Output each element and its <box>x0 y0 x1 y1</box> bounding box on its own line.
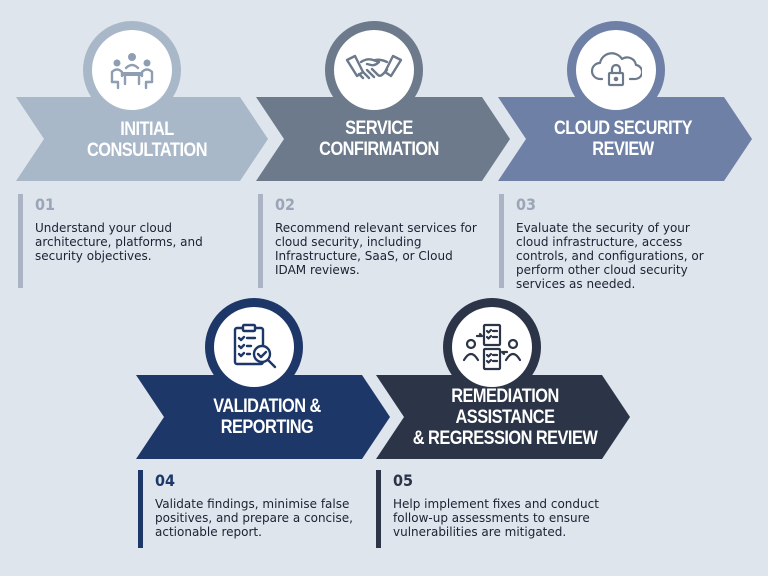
step-5-title-line-2: & REGRESSION REVIEW <box>412 427 598 449</box>
step-1-text-line-1: Understand your cloud <box>35 221 172 235</box>
step-4-description: 04 Validate findings, minimise false pos… <box>138 470 373 548</box>
step-4-title-line-1: VALIDATION & <box>213 396 321 417</box>
step-2-title: SERVICE CONFIRMATION <box>290 116 467 162</box>
step-4-title-line-2: REPORTING <box>220 417 314 438</box>
step-1-title-line-1: INITIAL CONSULTATION <box>87 119 207 161</box>
step-5-number: 05 <box>393 471 414 490</box>
step-3-text-line-2: cloud infrastructure, access <box>516 235 683 249</box>
step-3-title: CLOUD SECURITY REVIEW <box>534 116 711 162</box>
step-2-text-line-3: Infrastructure, SaaS, or Cloud <box>275 249 453 263</box>
step-2-text: Recommend relevant services for cloud se… <box>275 221 496 277</box>
step-1-number: 01 <box>35 195 56 214</box>
step-4-text-line-1: Validate findings, minimise false <box>155 497 350 511</box>
step-1-text: Understand your cloud architecture, plat… <box>35 221 243 263</box>
step-3-text-line-5: services as needed. <box>516 277 636 291</box>
step-2-text-line-2: cloud security, including <box>275 235 422 249</box>
step-2-description: 02 Recommend relevant services for cloud… <box>258 194 496 288</box>
cloud-lock-icon <box>590 49 642 91</box>
step-5-text: Help implement fixes and conduct follow-… <box>393 497 626 539</box>
step-3-text: Evaluate the security of your cloud infr… <box>516 221 754 291</box>
step-3-text-line-1: Evaluate the security of your <box>516 221 690 235</box>
step-3-title-line-2: REVIEW <box>592 139 654 160</box>
step-1-icon-circle <box>83 21 181 119</box>
step-5-icon-circle <box>443 298 541 396</box>
step-5-title-line-1: REMEDIATION ASSISTANCE <box>451 385 559 428</box>
step-3-description: 03 Evaluate the security of your cloud i… <box>499 194 754 291</box>
step-5-description: 05 Help implement fixes and conduct foll… <box>376 470 626 548</box>
people-exchange-icon <box>462 322 522 372</box>
step-3-text-line-3: controls, and configurations, or <box>516 249 704 263</box>
step-2-number: 02 <box>275 195 296 214</box>
step-5-text-line-3: vulnerabilities are mitigated. <box>393 525 567 539</box>
meeting-icon <box>107 48 157 92</box>
step-4-title: VALIDATION & REPORTING <box>178 394 355 440</box>
step-5-title: REMEDIATION ASSISTANCE & REGRESSION REVI… <box>406 386 604 449</box>
step-2-icon-circle <box>325 21 423 119</box>
step-2-text-line-4: IDAM reviews. <box>275 263 360 277</box>
step-4-number: 04 <box>155 471 176 490</box>
step-1-text-line-2: architecture, platforms, and <box>35 235 203 249</box>
step-4-text: Validate findings, minimise false positi… <box>155 497 373 539</box>
step-4-text-line-3: actionable report. <box>155 525 262 539</box>
step-2-title-line-1: SERVICE <box>345 118 413 139</box>
step-5-text-line-1: Help implement fixes and conduct <box>393 497 599 511</box>
step-3-icon-circle <box>567 21 665 119</box>
step-2-title-line-2: CONFIRMATION <box>319 139 439 160</box>
step-5-text-line-2: follow-up assessments to ensure <box>393 511 590 525</box>
handshake-icon <box>345 50 403 90</box>
step-1-title: INITIAL CONSULTATION <box>58 118 235 162</box>
step-1-text-line-3: security objectives. <box>35 249 152 263</box>
step-3-title-line-1: CLOUD SECURITY <box>553 118 693 139</box>
step-3-number: 03 <box>516 195 537 214</box>
checklist-magnifier-icon <box>229 322 279 372</box>
step-4-text-line-2: positives, and prepare a concise, <box>155 511 353 525</box>
step-3-text-line-4: perform other cloud security <box>516 263 688 277</box>
step-1-description: 01 Understand your cloud architecture, p… <box>18 194 243 288</box>
step-2-text-line-1: Recommend relevant services for <box>275 221 477 235</box>
step-4-icon-circle <box>205 298 303 396</box>
